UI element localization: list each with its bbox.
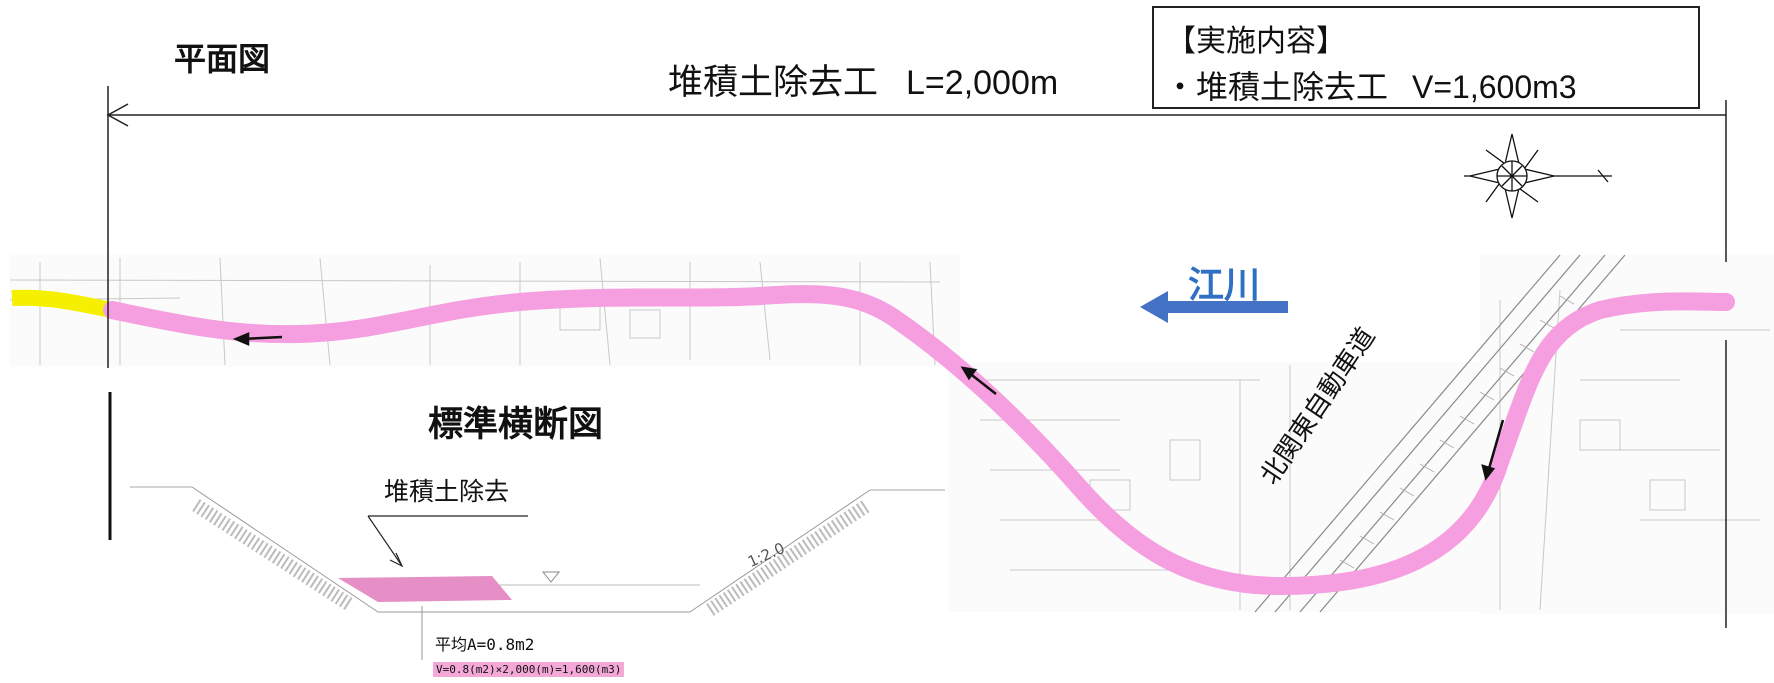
expressway-hatching [1339,295,1575,569]
river-segment-yellow [11,289,114,318]
extent-work-name: 堆積土除去工 [668,63,879,103]
river-name: 江川 [1188,265,1261,306]
extent-length: L=2,000m [906,64,1059,102]
water-level-icon [541,571,561,583]
cross-section-title: 標準横断図 [428,405,604,445]
work-item-volume: V=1,600m3 [1412,69,1577,105]
extent-label: 堆積土除去工 L=2,000m [668,54,1058,105]
cross-section-drawing [130,486,945,660]
plan-view-title: 平面図 [174,40,271,78]
extent-arrow [106,86,1727,628]
north-arrow-compass-icon [1464,133,1612,219]
arrow-left-icon [1140,291,1288,323]
river-excavation-band [103,285,1735,596]
work-item-label: ・堆積土除去工 [1164,68,1389,106]
work-content-item: ・堆積土除去工 V=1,600m3 [1164,62,1577,108]
map-background-central [948,362,1538,612]
flow-direction-arrows [232,332,1505,481]
work-content-box: 【実施内容】 ・堆積土除去工 V=1,600m3 [1152,6,1700,109]
deposit-area-shape [338,576,512,602]
volume-calculation: V=0.8(m2)×2,000(m)=1,600(m3) [433,662,625,677]
deposit-label: 堆積土除去 [384,477,510,506]
average-area-label: 平均A=0.8m2 [435,635,535,654]
map-linework [9,257,1770,611]
work-content-heading: 【実施内容】 [1166,24,1346,59]
